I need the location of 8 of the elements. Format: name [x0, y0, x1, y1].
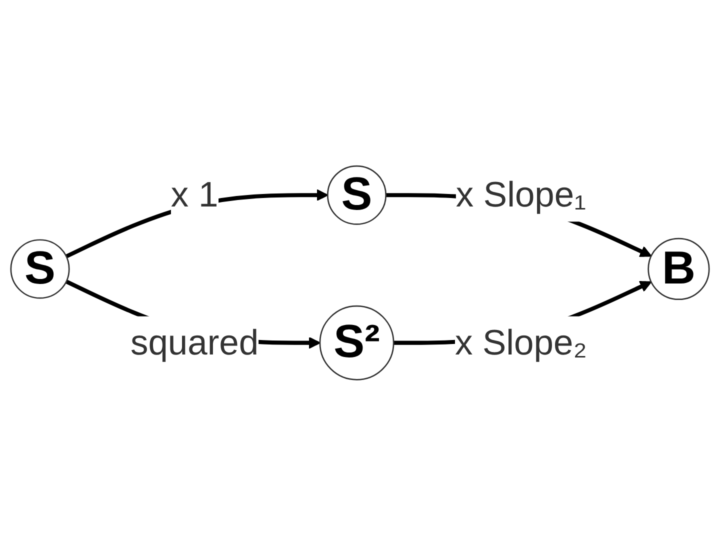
edge-label: x Slope₂ [454, 322, 587, 363]
edge-label: squared [130, 322, 259, 363]
node-circle: S [326, 165, 387, 225]
node-circle: S [10, 239, 70, 299]
node-circle: B [648, 238, 710, 300]
edge-label: x 1 [170, 174, 218, 215]
node-circle: S² [319, 305, 394, 380]
edge-label: x Slope₁ [456, 174, 586, 215]
